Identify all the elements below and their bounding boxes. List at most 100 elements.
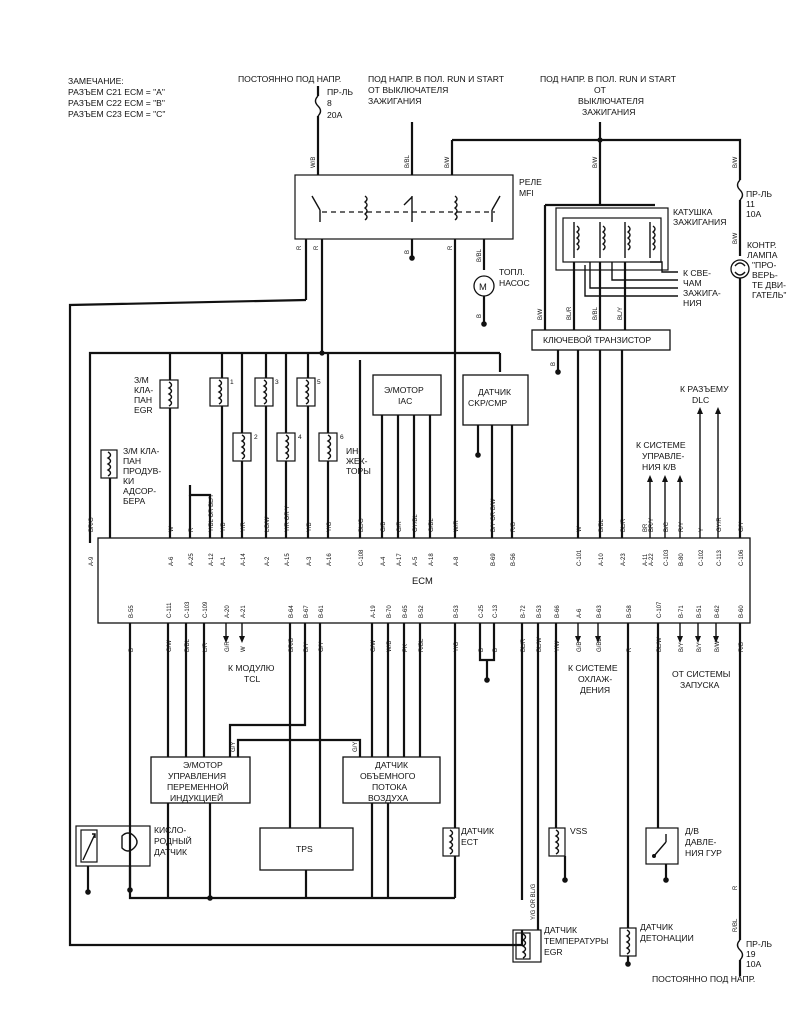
pin-wire-color: R [627, 647, 633, 652]
pin-wire-color: R/B [739, 642, 745, 652]
pin-wire-color: Y/W [555, 640, 561, 652]
cooling-label: ОХЛАЖ- [578, 674, 612, 684]
wire-color: B/BL [477, 248, 483, 262]
intake-motor-label: ПЕРЕМЕННОЙ [167, 781, 229, 792]
pin-number: A-23 [621, 553, 627, 566]
lamp-label: ГАТЕЛЬ" [752, 290, 786, 300]
pin-number: A-2 [265, 556, 271, 566]
relay-label: MFI [519, 188, 534, 198]
pin-number: B-60 [739, 605, 745, 618]
lamp-label: ВЕРЬ- [752, 270, 778, 280]
wire-color: B [477, 314, 483, 318]
tcl-label: TCL [244, 674, 260, 684]
dlc-label: DLC [692, 395, 709, 405]
pin-number: A-9 [89, 556, 95, 566]
iac-label: IAC [398, 396, 412, 406]
pin-wire-color: W [577, 526, 583, 532]
pin-wire-color: W [169, 526, 175, 532]
fuse11-number: 11 [746, 199, 755, 209]
pin-wire-color: R/BL [419, 638, 425, 652]
ect-sensor: ДАТЧИК ECT [442, 826, 494, 857]
connector-note: ЗАМЕЧАНИЕ: РАЗЪЕМ C21 ECM = "A" РАЗЪЕМ C… [68, 76, 165, 119]
pin-wire-color: Y/BL OR BL/Y [209, 494, 215, 532]
power-steering-pressure-switch: Д/В ДАВЛЕ- НИЯ ГУР [645, 826, 722, 865]
egr-solenoid: З/М КЛА- ПАН EGR [134, 353, 179, 543]
lamp-label: КОНТР. [747, 240, 777, 250]
pin-number: B-63 [597, 605, 603, 618]
cooling-label: К СИСТЕМЕ [568, 663, 618, 673]
pin-number: B-72 [521, 605, 527, 618]
pin-wire-color: G/W [167, 640, 173, 652]
pin-wire-color: G/B [577, 642, 583, 652]
pin-wire-color: R/Y [679, 522, 685, 532]
maf-label: ДАТЧИК [375, 760, 408, 770]
wire-color: BL/Y [618, 307, 624, 320]
pin-number: A-8 [454, 556, 460, 566]
pin-number: A-10 [599, 553, 605, 566]
pin-number: C-13 [493, 604, 499, 618]
intake-motor-label: ИНДУКЦИЕЙ [170, 792, 223, 803]
o2-label: КИСЛО- [154, 825, 186, 835]
svg-text:3: 3 [275, 379, 279, 386]
mfi-relay: РЕЛЕ MFI [294, 174, 542, 240]
pin-wire-color: R/B [511, 522, 517, 532]
pin-wire-color: BR [643, 523, 649, 532]
pin-wire-color: BR/B [289, 638, 295, 652]
run-start-label-2: ПОД НАПР. В ПОЛ. RUN И START [540, 74, 677, 84]
pin-number: A-15 [285, 553, 291, 566]
pin-number: B-56 [511, 553, 517, 566]
pin-wire-color: B/BL [185, 638, 191, 652]
svg-text:4: 4 [298, 434, 302, 441]
purge-label: АДСОР- [123, 486, 156, 496]
throttle-position-sensor: TPS [259, 827, 354, 871]
intake-motor-label: УПРАВЛЕНИЯ [168, 771, 226, 781]
ac-label: К СИСТЕМЕ [636, 440, 686, 450]
wire-color: B/W [593, 156, 599, 168]
pin-number: C-108 [359, 549, 365, 566]
pin-wire-color: Y/B [221, 522, 227, 532]
pin-wire-color: Y/R [241, 521, 247, 532]
egr-label: КЛА- [134, 385, 153, 395]
pin-wire-color: Y [699, 528, 705, 532]
injector-label: ИН- [346, 446, 361, 456]
pin-number: A-21 [241, 605, 247, 618]
ground-icon [484, 677, 490, 683]
pin-wire-color: L/R [203, 642, 209, 652]
pin-number: B-80 [679, 553, 685, 566]
egr-temp-label: EGR [544, 947, 563, 957]
pin-number: A-11 [643, 553, 649, 566]
pin-number: C-111 [167, 602, 173, 618]
wire-color: B/W [733, 232, 739, 244]
fuse19-rating: 10А [746, 959, 762, 969]
pin-wire-color: B [479, 648, 485, 652]
cooling-label: ДЕНИЯ [580, 685, 610, 695]
wire-color: Y/G OR BL/G [531, 883, 537, 920]
pin-number: A-20 [225, 605, 231, 618]
starting-label: ОТ СИСТЕМЫ [672, 669, 730, 679]
maf-label: ОБЪЕМНОГО [360, 771, 416, 781]
pin-number: C-103 [185, 601, 191, 618]
pin-wire-color: G/Y [739, 522, 745, 532]
pin-wire-color: G/R [397, 521, 403, 532]
pin-wire-color: BL/R [521, 638, 527, 652]
lamp-label: ЛАМПА [747, 250, 778, 260]
pin-wire-color: G/BL [597, 638, 603, 652]
ground-symbols [85, 255, 669, 967]
pin-wire-color: G/R [225, 641, 231, 652]
pin-wire-color: LG/W [265, 516, 271, 532]
pin-wire-color: W/R [454, 520, 460, 532]
pin-number: A-1 [221, 556, 227, 566]
wire-color: B/BL [593, 306, 599, 320]
pin-number: B-53 [454, 605, 460, 618]
iac-motor: Э/МОТОР IAC [372, 374, 442, 543]
fuse8-rating: 20А [327, 110, 343, 120]
svg-text:6: 6 [340, 434, 344, 441]
purge-label: КИ [123, 476, 134, 486]
knock-label: ДАТЧИК [640, 922, 673, 932]
pin-number: A-18 [429, 553, 435, 566]
pin-wire-color: B [493, 648, 499, 652]
key-transistor-label: КЛЮЧЕВОЙ ТРАНЗИСТОР [543, 334, 651, 345]
svg-text:M: M [479, 281, 487, 292]
pin-number: B-53 [537, 605, 543, 618]
